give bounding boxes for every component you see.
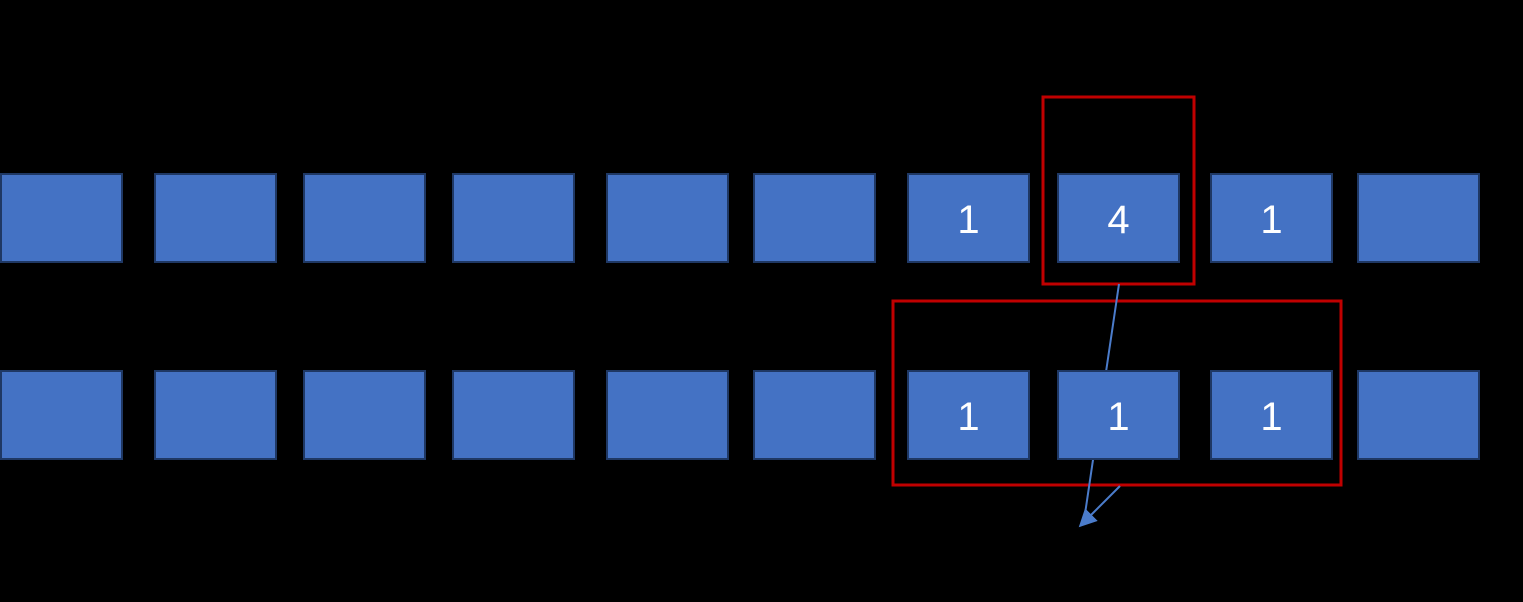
sequence-cell-top-sequence-8: 4 bbox=[1057, 173, 1180, 263]
sequence-cell-top-sequence-5 bbox=[606, 173, 729, 263]
sequence-cell-top-sequence-7: 1 bbox=[907, 173, 1030, 263]
cell-value: 1 bbox=[1107, 395, 1130, 439]
sequence-cell-bottom-sequence-7: 1 bbox=[907, 370, 1030, 460]
cell-value: 1 bbox=[1260, 395, 1283, 439]
cell-value: 4 bbox=[1107, 198, 1130, 242]
cell-value: 1 bbox=[957, 198, 980, 242]
sequence-cell-bottom-sequence-1 bbox=[0, 370, 123, 460]
sequence-cell-bottom-sequence-5 bbox=[606, 370, 729, 460]
sequence-cell-top-sequence-6 bbox=[753, 173, 876, 263]
sequence-cell-top-sequence-10 bbox=[1357, 173, 1480, 263]
arrow-from-group-highlight bbox=[1078, 485, 1121, 528]
sequence-cell-top-sequence-9: 1 bbox=[1210, 173, 1333, 263]
cell-value: 1 bbox=[1260, 198, 1283, 242]
cell-value: 1 bbox=[957, 395, 980, 439]
sequence-cell-top-sequence-3 bbox=[303, 173, 426, 263]
sequence-cell-top-sequence-4 bbox=[452, 173, 575, 263]
sequence-cell-bottom-sequence-9: 1 bbox=[1210, 370, 1333, 460]
sequence-cell-bottom-sequence-6 bbox=[753, 370, 876, 460]
sequence-cell-bottom-sequence-8: 1 bbox=[1057, 370, 1180, 460]
sequence-cell-top-sequence-1 bbox=[0, 173, 123, 263]
sequence-cell-top-sequence-2 bbox=[154, 173, 277, 263]
sequence-cell-bottom-sequence-4 bbox=[452, 370, 575, 460]
sequence-cell-bottom-sequence-2 bbox=[154, 370, 277, 460]
sequence-cell-bottom-sequence-10 bbox=[1357, 370, 1480, 460]
sequence-cell-bottom-sequence-3 bbox=[303, 370, 426, 460]
